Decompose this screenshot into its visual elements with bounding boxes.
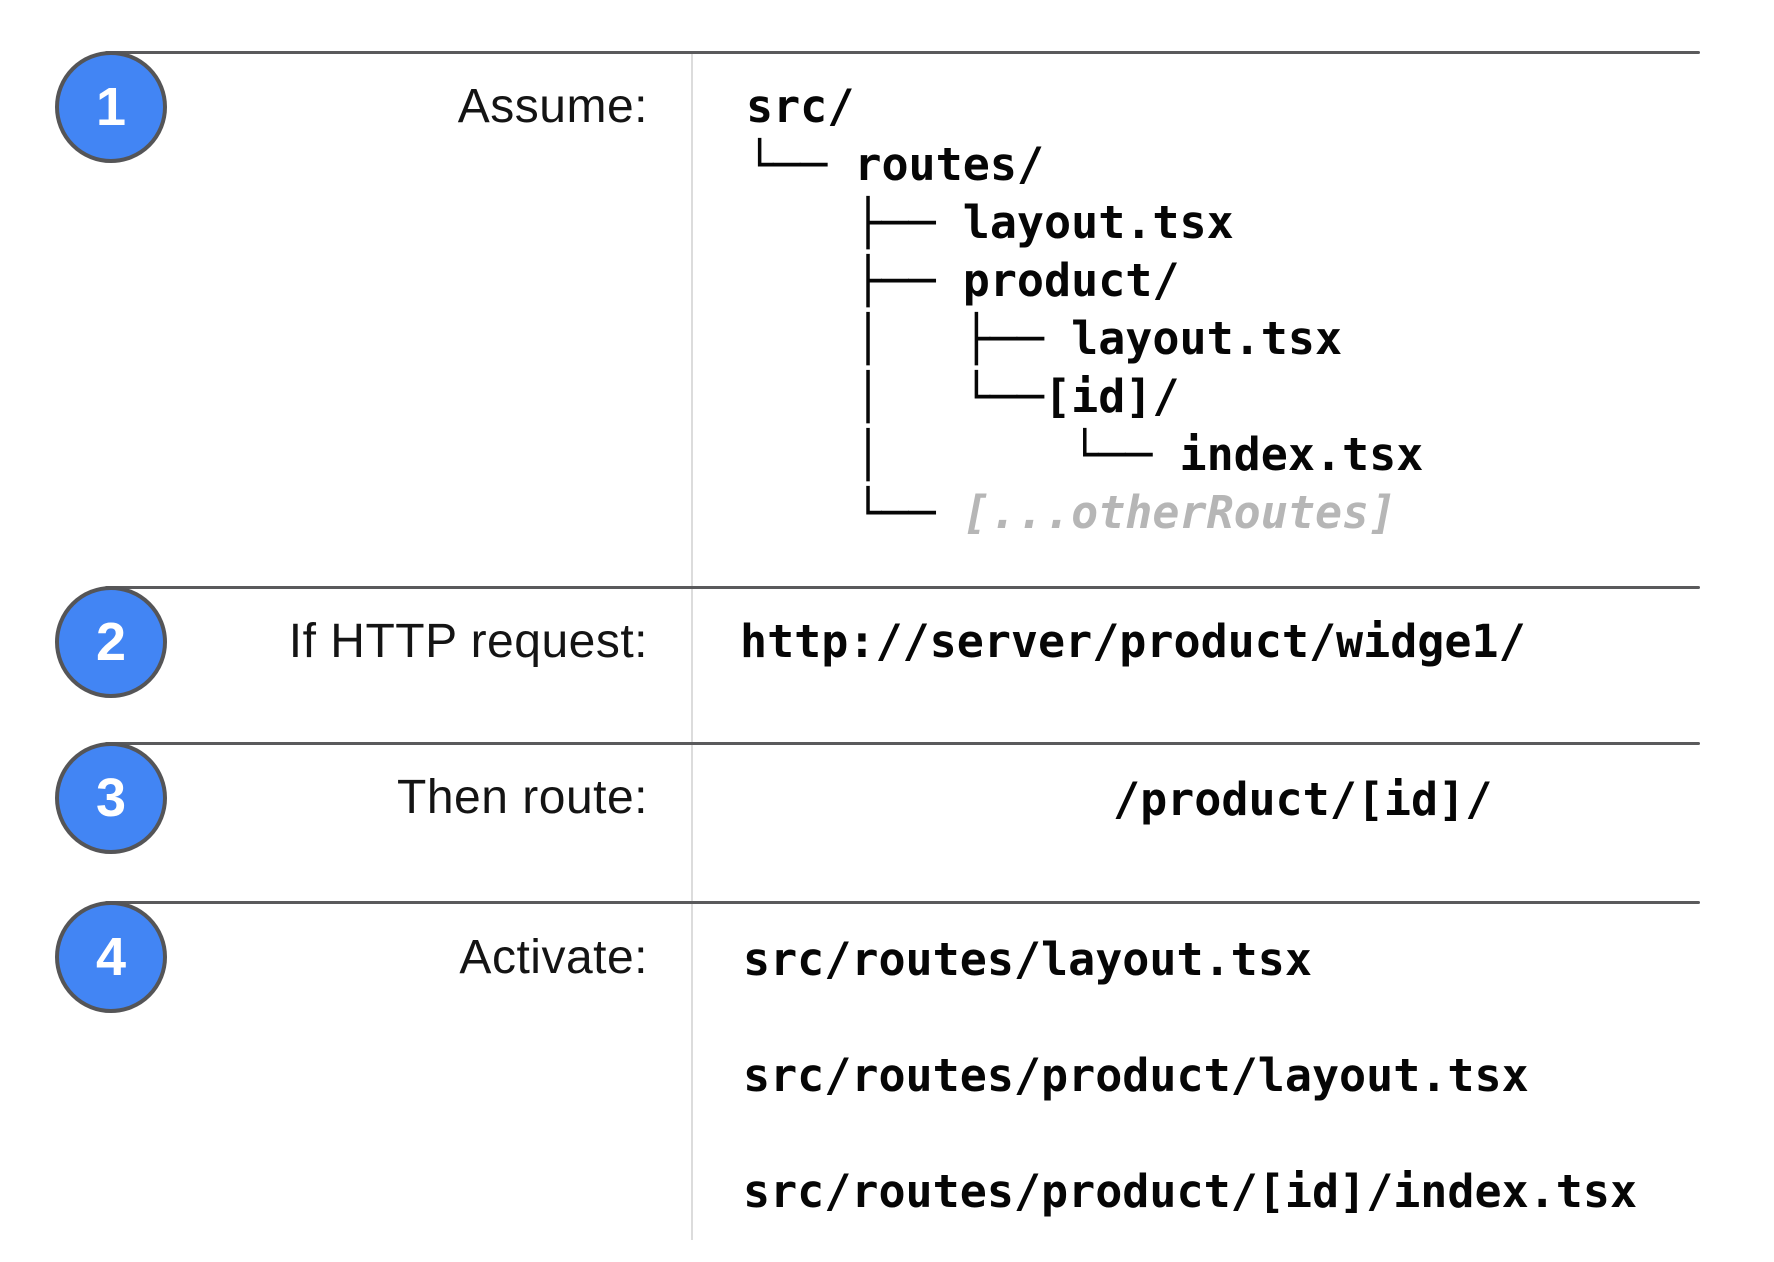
tree-entry: [id]/ xyxy=(1044,370,1180,423)
tree-connector: │ └── xyxy=(746,428,1180,481)
label-http-request: If HTTP request: xyxy=(288,615,648,668)
tree-entry: layout.tsx xyxy=(1071,312,1343,365)
label-then-route: Then route: xyxy=(397,771,648,824)
http-request-url: http://server/product/widge1/ xyxy=(740,615,1526,668)
step-badge-4: 4 xyxy=(55,901,167,1013)
step-number: 4 xyxy=(95,927,127,987)
tree-connector: │ ├── xyxy=(746,312,1072,365)
tree-entry-muted: [...otherRoutes] xyxy=(962,486,1397,539)
step-badge-3: 3 xyxy=(55,742,167,854)
step-badge-1: 1 xyxy=(55,51,167,163)
row-rule-4 xyxy=(105,901,1700,904)
step-number: 3 xyxy=(95,768,127,828)
tree-entry: layout.tsx xyxy=(962,196,1234,249)
row-rule-3 xyxy=(105,742,1700,745)
tree-entry: product/ xyxy=(962,254,1180,307)
activated-file-2: src/routes/product/layout.tsx xyxy=(743,1049,1529,1102)
label-assume: Assume: xyxy=(457,80,648,133)
tree-connector: └── xyxy=(746,138,855,191)
step-number: 2 xyxy=(95,612,127,672)
row-rule-1 xyxy=(105,51,1700,54)
activated-file-3: src/routes/product/[id]/index.tsx xyxy=(743,1165,1638,1218)
tree-connector: ├── xyxy=(746,196,963,249)
tree-entry: routes/ xyxy=(854,138,1045,191)
tree-connector: ├── xyxy=(746,254,963,307)
activated-file-1: src/routes/layout.tsx xyxy=(743,933,1312,986)
tree-connector: │ └── xyxy=(746,370,1045,423)
tree-connector: └── xyxy=(746,486,963,539)
tree-entry: src/ xyxy=(746,80,855,133)
step-badge-2: 2 xyxy=(55,586,167,698)
file-tree: src/ └── routes/ ├── layout.tsx ├── prod… xyxy=(746,78,1423,542)
step-number: 1 xyxy=(95,77,127,137)
column-divider xyxy=(691,52,693,1240)
label-activate: Activate: xyxy=(459,931,648,984)
matched-route: /product/[id]/ xyxy=(1113,773,1493,826)
tree-entry: index.tsx xyxy=(1179,428,1424,481)
row-rule-2 xyxy=(105,586,1700,589)
